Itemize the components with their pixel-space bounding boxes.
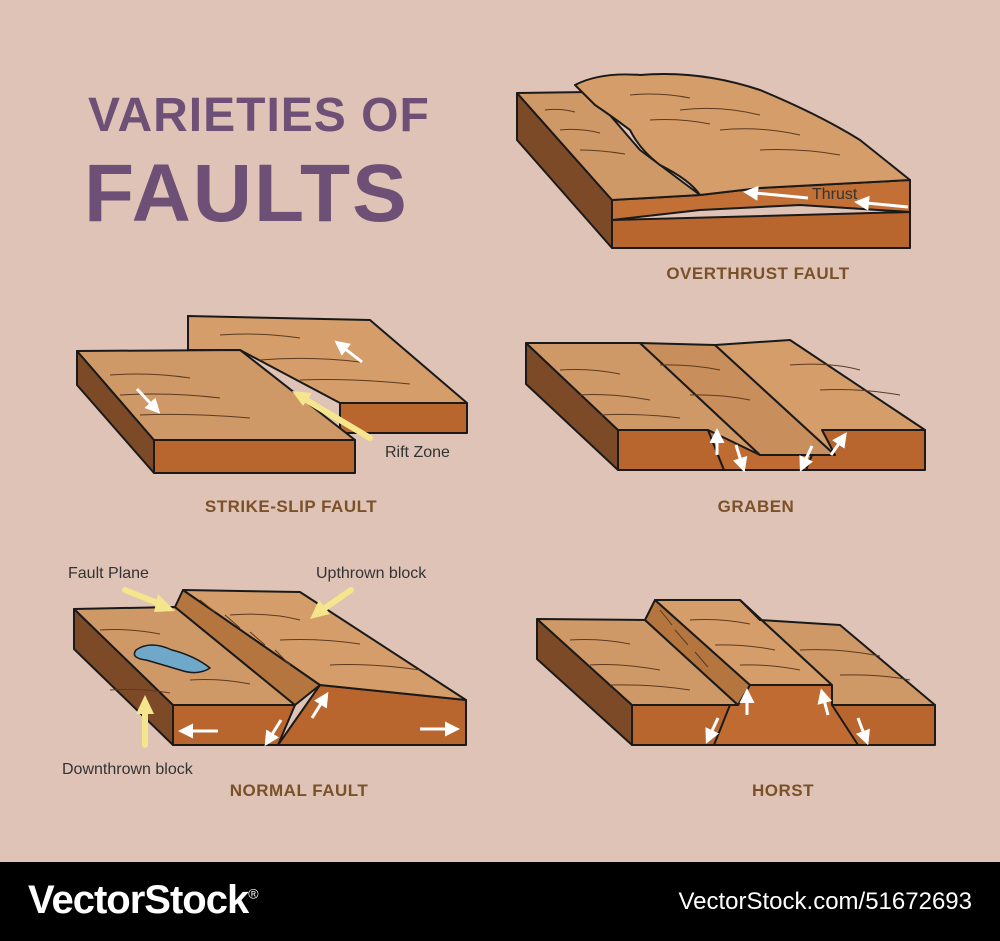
overthrust-top-lower — [516, 91, 701, 201]
graben-caption: GRABEN — [717, 497, 795, 516]
vectorstock-logo: VectorStock® — [28, 878, 259, 923]
title-line-2: FAULTS — [84, 148, 409, 239]
strike-slip-caption: STRIKE-SLIP FAULT — [204, 497, 378, 516]
brand-name: VectorStock — [28, 878, 249, 922]
graben-front-left — [617, 429, 725, 471]
normal-fault-diagram — [73, 587, 467, 748]
normal-fault-caption: NORMAL FAULT — [229, 781, 369, 800]
horst-caption: HORST — [752, 781, 814, 800]
lake — [133, 644, 211, 674]
overthrust-top-upper — [574, 73, 911, 196]
footer-bar: VectorStock® VectorStock.com/51672693 — [0, 862, 1000, 941]
downthrown-block-label: Downthrown block — [62, 761, 193, 778]
strike-slip-diagram — [76, 315, 468, 474]
title-line-1: VARIETIES OF — [88, 89, 430, 142]
strike-slip-front-front — [153, 439, 356, 474]
thrust-label: Thrust — [812, 186, 858, 203]
overthrust-diagram — [516, 73, 911, 249]
upthrown-block-label: Upthrown block — [316, 565, 427, 582]
registered-mark: ® — [248, 885, 258, 902]
graben-diagram — [525, 339, 926, 473]
horst-top-right — [739, 599, 936, 706]
overthrust-caption: OVERTHRUST FAULT — [666, 264, 850, 283]
graben-top-right — [714, 339, 926, 456]
overthrust-front-lower — [611, 211, 911, 249]
rift-zone-label: Rift Zone — [385, 444, 450, 461]
horst-diagram — [536, 599, 936, 746]
fault-plane-label: Fault Plane — [68, 565, 149, 582]
normal-top-up — [182, 589, 467, 701]
fault-illustrations — [73, 73, 936, 748]
rift-zone-arrowhead — [292, 391, 312, 406]
stock-id: VectorStock.com/51672693 — [678, 888, 972, 915]
strike-slip-front-top — [76, 349, 356, 441]
